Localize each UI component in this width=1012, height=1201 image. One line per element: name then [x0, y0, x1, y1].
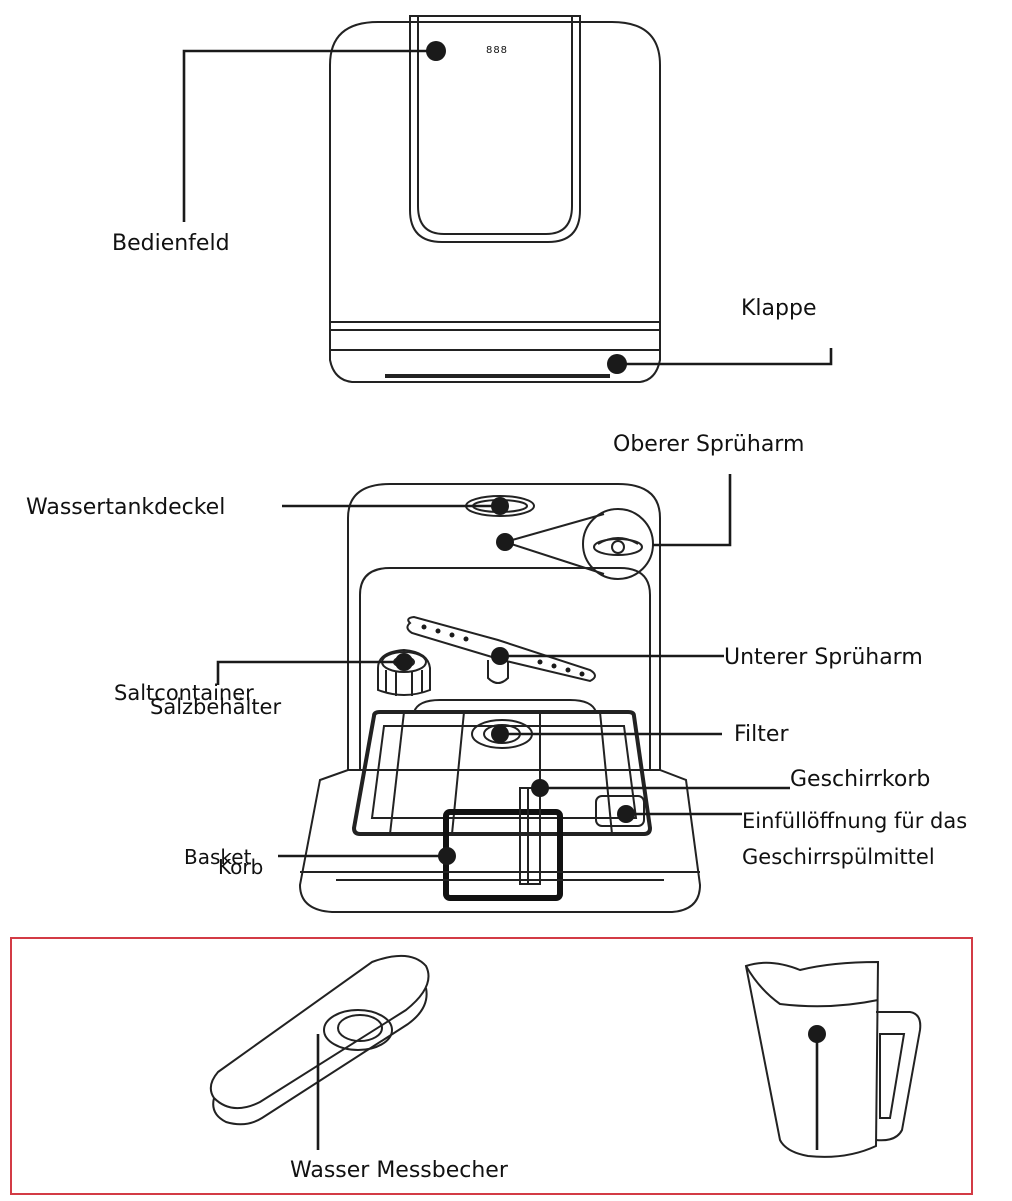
callout-salt-container: [216, 653, 413, 685]
label-filter: Filter: [734, 722, 789, 747]
measuring-jug-illustration: [744, 960, 922, 1158]
label-dish-basket: Geschirrkorb: [790, 767, 930, 792]
label-basket-en: Basket: [184, 845, 252, 869]
dishwasher-closed-illustration: 888: [329, 15, 661, 383]
label-lower-spray-arm: Unterer Sprüharm: [724, 645, 923, 670]
callout-water-tank-lid: [282, 497, 509, 515]
label-water-tank-lid: Wassertankdeckel: [26, 495, 225, 520]
accessories-frame: [10, 937, 973, 1195]
callout-lower-spray-arm: [491, 647, 724, 665]
label-detergent-line1: Einfüllöffnung für das: [742, 809, 967, 833]
callout-detergent-compartment: [617, 805, 742, 823]
callout-control-panel: [182, 41, 446, 222]
label-door: Klappe: [741, 296, 817, 321]
label-control-panel: Bedienfeld: [112, 231, 230, 256]
label-measuring-cup: Wasser Messbecher: [290, 1158, 509, 1183]
label-basket-de: Korb: [218, 855, 263, 879]
display-readout: 888: [486, 45, 508, 56]
callout-door: [607, 348, 833, 374]
callout-upper-spray-arm: [496, 474, 732, 551]
callout-basket: [278, 847, 456, 865]
callout-dish-basket: [531, 779, 790, 797]
label-detergent-line2: Geschirrspülmittel: [742, 845, 935, 869]
callout-filter: [491, 725, 722, 743]
funnel-illustration: [209, 955, 430, 1126]
label-salt-container-en: Saltcontainer: [114, 681, 254, 705]
label-upper-spray-arm: Oberer Sprüharm: [613, 432, 804, 457]
label-salt-container-de: Salzbehälter: [150, 695, 281, 719]
callout-measuring-jug: [808, 1025, 826, 1150]
